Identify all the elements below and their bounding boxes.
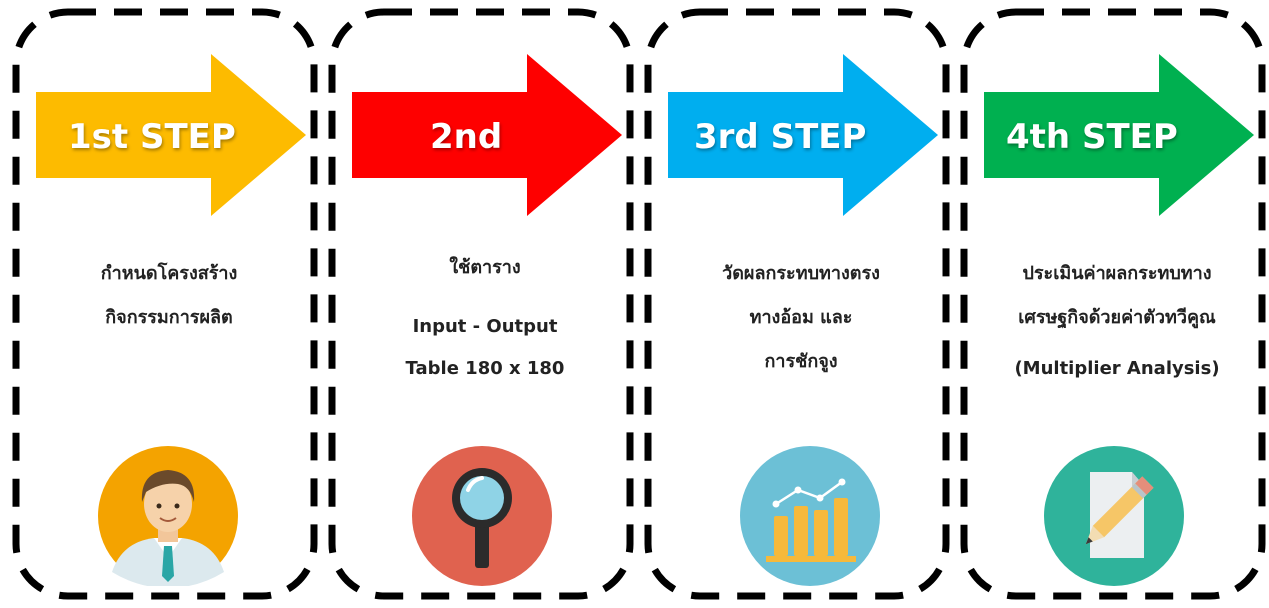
step-label: 3rd STEP — [694, 117, 867, 157]
step-panel-1: 1st STEP กำหนดโครงสร้าง กิจกรรมการผลิต — [12, 8, 318, 600]
dashed-border — [328, 8, 634, 600]
step-arrow — [352, 54, 622, 216]
bar-chart-icon — [740, 446, 880, 586]
description-line: Table 180 x 180 — [405, 358, 565, 379]
step-description: ใช้ตาราง Input - Output Table 180 x 180 — [336, 252, 634, 400]
step-description: ประเมินค่าผลกระทบทาง เศรษฐกิจด้วยค่าตัวท… — [968, 258, 1266, 402]
description-line: ประเมินค่าผลกระทบทาง — [1022, 263, 1212, 284]
magnifier-icon — [412, 446, 552, 586]
step-label: 4th STEP — [1006, 117, 1178, 157]
description-line: การชักจูง — [764, 351, 838, 372]
dashed-border — [644, 8, 950, 600]
description-line: กิจกรรมการผลิต — [105, 307, 233, 328]
step-arrow — [36, 54, 306, 216]
document-pencil-icon — [1044, 446, 1184, 586]
description-line: ใช้ตาราง — [449, 257, 521, 278]
step-description: วัดผลกระทบทางตรง ทางอ้อม และ การชักจูง — [652, 258, 950, 390]
dashed-border — [960, 8, 1266, 600]
step-panel-2: 2nd ใช้ตาราง Input - Output Table 180 x … — [328, 8, 634, 600]
step-label: 1st STEP — [68, 117, 236, 157]
dashed-border — [12, 8, 318, 600]
businessman-icon — [98, 446, 238, 586]
description-line: วัดผลกระทบทางตรง — [722, 263, 880, 284]
description-line: ทางอ้อม และ — [749, 307, 853, 328]
description-line: เศรษฐกิจด้วยค่าตัวทวีคูณ — [1018, 307, 1216, 328]
description-line: Input - Output — [412, 316, 558, 337]
step-panel-4: 4th STEP ประเมินค่าผลกระทบทาง เศรษฐกิจด้… — [960, 8, 1266, 600]
step-arrow — [984, 54, 1254, 216]
step-panel-3: 3rd STEP วัดผลกระทบทางตรง ทางอ้อม และ กา… — [644, 8, 950, 600]
step-arrow — [668, 54, 938, 216]
step-label: 2nd — [430, 117, 503, 157]
description-line: กำหนดโครงสร้าง — [100, 263, 238, 284]
step-description: กำหนดโครงสร้าง กิจกรรมการผลิต — [20, 258, 318, 346]
description-line: (Multiplier Analysis) — [1014, 358, 1220, 379]
